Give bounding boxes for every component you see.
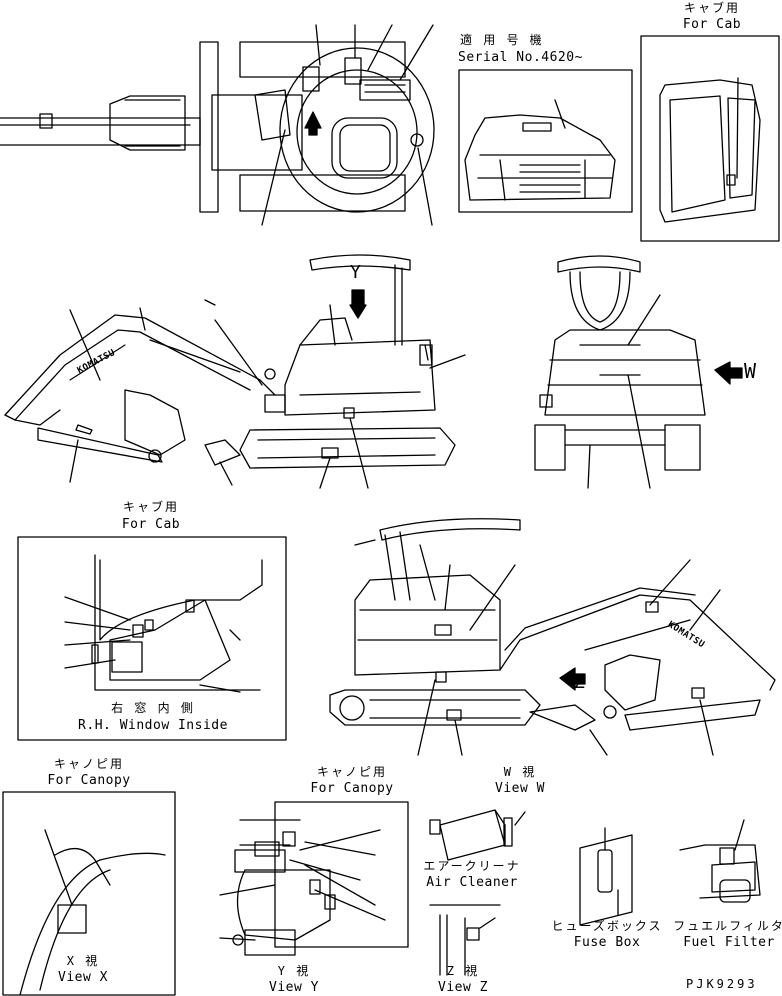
arrow-w-label: W [744,359,757,383]
view-x-label-en: View X [58,970,108,985]
fuel-filter-label-en: Fuel Filter [683,935,775,950]
arrow-z-label: Z [574,672,586,693]
view-y-label-en: View Y [269,980,319,995]
fuse-box-detail [579,827,633,926]
serial-detail-box [458,69,633,213]
cab-top-box [640,35,780,242]
canopy-y-label-en: For Canopy [310,781,394,796]
view-y-detail [219,801,409,956]
view-z-label-jp: Z 視 [446,964,480,978]
fuel-filter-label-jp: フュエルフィルタ [673,919,782,933]
serial-label-en: Serial No.4620~ [458,50,583,65]
side-view-excavator [4,254,466,489]
fuse-box-label-jp: ヒューズボックス [551,919,663,933]
cab-mid-label-jp: キャブ用 [122,500,180,514]
view-x-box [2,791,176,996]
canopy-x-label-jp: キャノピ用 [53,757,125,771]
air-cleaner-label-en: Air Cleaner [426,875,518,890]
part-code: PJK9293 [686,977,758,991]
fuel-filter-detail [679,819,761,903]
serial-label-jp: 適 用 号 機 [460,33,544,47]
rear-view-excavator [534,255,743,489]
top-view-excavator [0,24,435,226]
window-label-jp: 右 窓 内 側 [111,701,195,715]
air-cleaner-label-jp: エアークリーナ [423,859,521,873]
window-label-en: R.H. Window Inside [78,718,228,733]
side-view-right-excavator [329,518,776,756]
canopy-x-label-en: For Canopy [47,773,131,788]
cab-top-label-en: For Cab [682,17,742,32]
cab-mid-label-en: For Cab [121,517,181,532]
view-z-label-en: View Z [438,980,488,995]
cab-window-box [17,536,287,741]
canopy-y-label-jp: キャノピ用 [316,765,388,779]
arrow-y-label: Y [350,262,362,283]
air-cleaner-detail [429,809,526,861]
view-w-label-en: View W [495,781,545,796]
view-z-detail [429,904,501,976]
view-y-label-jp: Y 視 [277,964,311,978]
view-x-label-jp: X 視 [66,954,100,968]
view-w-label-jp: W 視 [503,765,537,779]
fuse-box-label-en: Fuse Box [573,935,641,950]
cab-top-label-jp: キャブ用 [683,1,741,15]
